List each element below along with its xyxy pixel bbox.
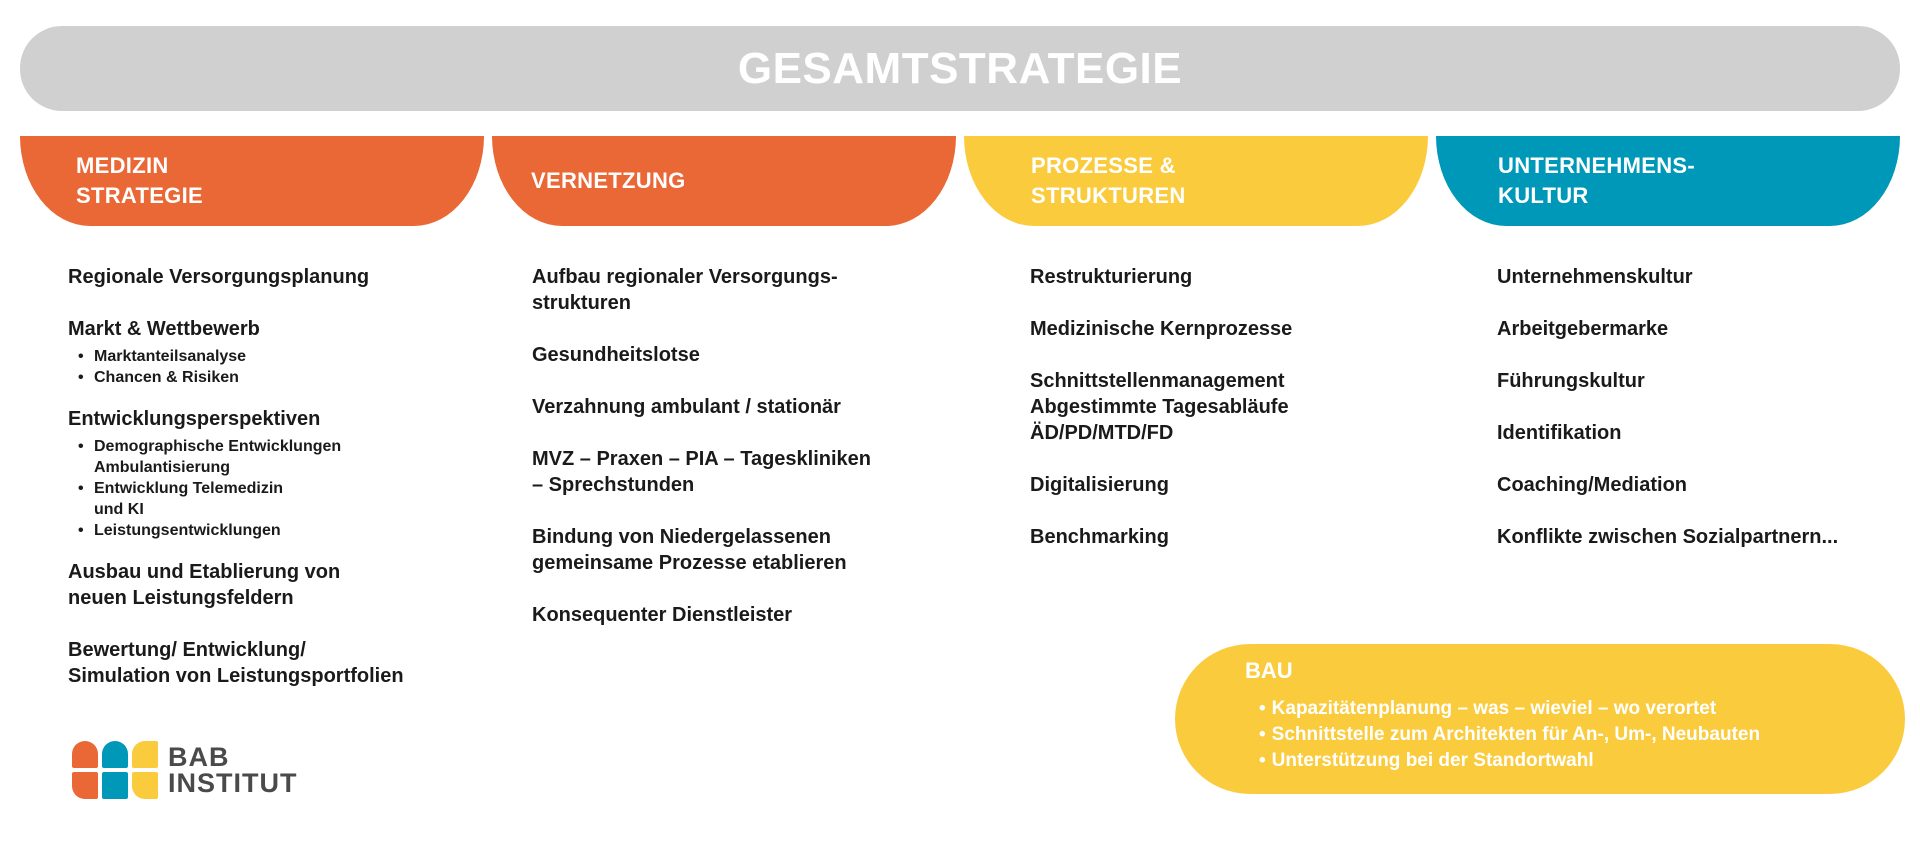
column-unternehmenskultur: Unternehmenskultur Arbeitgebermarke Führ… (1497, 264, 1917, 576)
header-prozesse-strukturen: PROZESSE & STRUKTUREN (964, 136, 1428, 226)
header-label: PROZESSE & STRUKTUREN (1031, 153, 1186, 208)
header-label: VERNETZUNG (531, 168, 686, 193)
logo-mark-icon (72, 741, 158, 799)
list-item: Coaching/Mediation (1497, 474, 1687, 496)
list-item: Arbeitgebermarke (1497, 318, 1669, 340)
page-title: GESAMTSTRATEGIE (737, 43, 1183, 93)
list-item: Aufbau regionaler Versorgungs- strukture… (532, 266, 838, 314)
list-item: Verzahnung ambulant / stationär (532, 396, 841, 418)
list-item: Bindung von Niedergelassenen gemeinsame … (532, 526, 847, 574)
list-item: MVZ – Praxen – PIA – Tageskliniken – Spr… (532, 448, 872, 496)
bau-item: Schnittstelle zum Architekten für An-, U… (1259, 722, 1905, 748)
column-vernetzung: Aufbau regionaler Versorgungs- strukture… (532, 264, 972, 654)
column-prozesse-strukturen: Restrukturierung Medizinische Kernprozes… (1030, 264, 1450, 576)
list-item: Ausbau und Etablierung von neuen Leistun… (68, 561, 341, 609)
bab-institut-logo: BAB INSTITUT (72, 741, 298, 799)
list-item: Konflikte zwischen Sozialpartnern... (1497, 526, 1839, 548)
sublist-item: Marktanteilsanalyse (78, 346, 488, 367)
column-medizin-strategie: Regionale Versorgungsplanung Markt & Wet… (68, 264, 488, 715)
sublist: Marktanteilsanalyse Chancen & Risiken (78, 346, 488, 388)
list-item: Medizinische Kernprozesse (1030, 318, 1293, 340)
gesamtstrategie-banner: GESAMTSTRATEGIE (20, 26, 1900, 111)
list-item: Restrukturierung (1030, 266, 1193, 288)
bau-list: Kapazitätenplanung – was – wieviel – wo … (1259, 696, 1905, 774)
bau-item: Kapazitätenplanung – was – wieviel – wo … (1259, 696, 1905, 722)
bau-item: Unterstützung bei der Standortwahl (1259, 748, 1905, 774)
list-item: Digitalisierung (1030, 474, 1169, 496)
sublist-item: Leistungsentwicklungen (78, 520, 488, 541)
sublist: Demographische Entwicklungen Ambulantisi… (78, 436, 488, 541)
sublist-item: Chancen & Risiken (78, 367, 488, 388)
list-item: Benchmarking (1030, 526, 1169, 548)
bau-box: BAU Kapazitätenplanung – was – wieviel –… (1175, 644, 1905, 794)
header-vernetzung: VERNETZUNG (492, 136, 956, 226)
list-item: Unternehmenskultur (1497, 266, 1693, 288)
list-item: Bewertung/ Entwicklung/ Simulation von L… (68, 639, 404, 687)
list-item: Markt & Wettbewerb (68, 318, 260, 340)
header-medizin-strategie: MEDIZIN STRATEGIE (20, 136, 484, 226)
list-item: Führungskultur (1497, 370, 1645, 392)
bau-title: BAU (1245, 658, 1293, 683)
list-group-entwicklung: Entwicklungsperspektiven Demographische … (68, 406, 488, 541)
list-item: Regionale Versorgungsplanung (68, 266, 370, 288)
list-item: Konsequenter Dienstleister (532, 604, 793, 626)
logo-text: BAB INSTITUT (168, 742, 298, 798)
header-unternehmenskultur: UNTERNEHMENS- KULTUR (1436, 136, 1900, 226)
sublist-item: Entwicklung Telemedizin und KI (78, 478, 488, 520)
sublist-item: Demographische Entwicklungen Ambulantisi… (78, 436, 488, 478)
list-item: Gesundheitslotse (532, 344, 700, 366)
list-item: Identifikation (1497, 422, 1622, 444)
list-item: Entwicklungsperspektiven (68, 408, 321, 430)
list-group-markt: Markt & Wettbewerb Marktanteilsanalyse C… (68, 316, 488, 388)
list-item: Schnittstellenmanagement Abgestimmte Tag… (1030, 370, 1289, 444)
header-label: UNTERNEHMENS- KULTUR (1498, 153, 1696, 208)
header-label: MEDIZIN STRATEGIE (76, 153, 203, 208)
